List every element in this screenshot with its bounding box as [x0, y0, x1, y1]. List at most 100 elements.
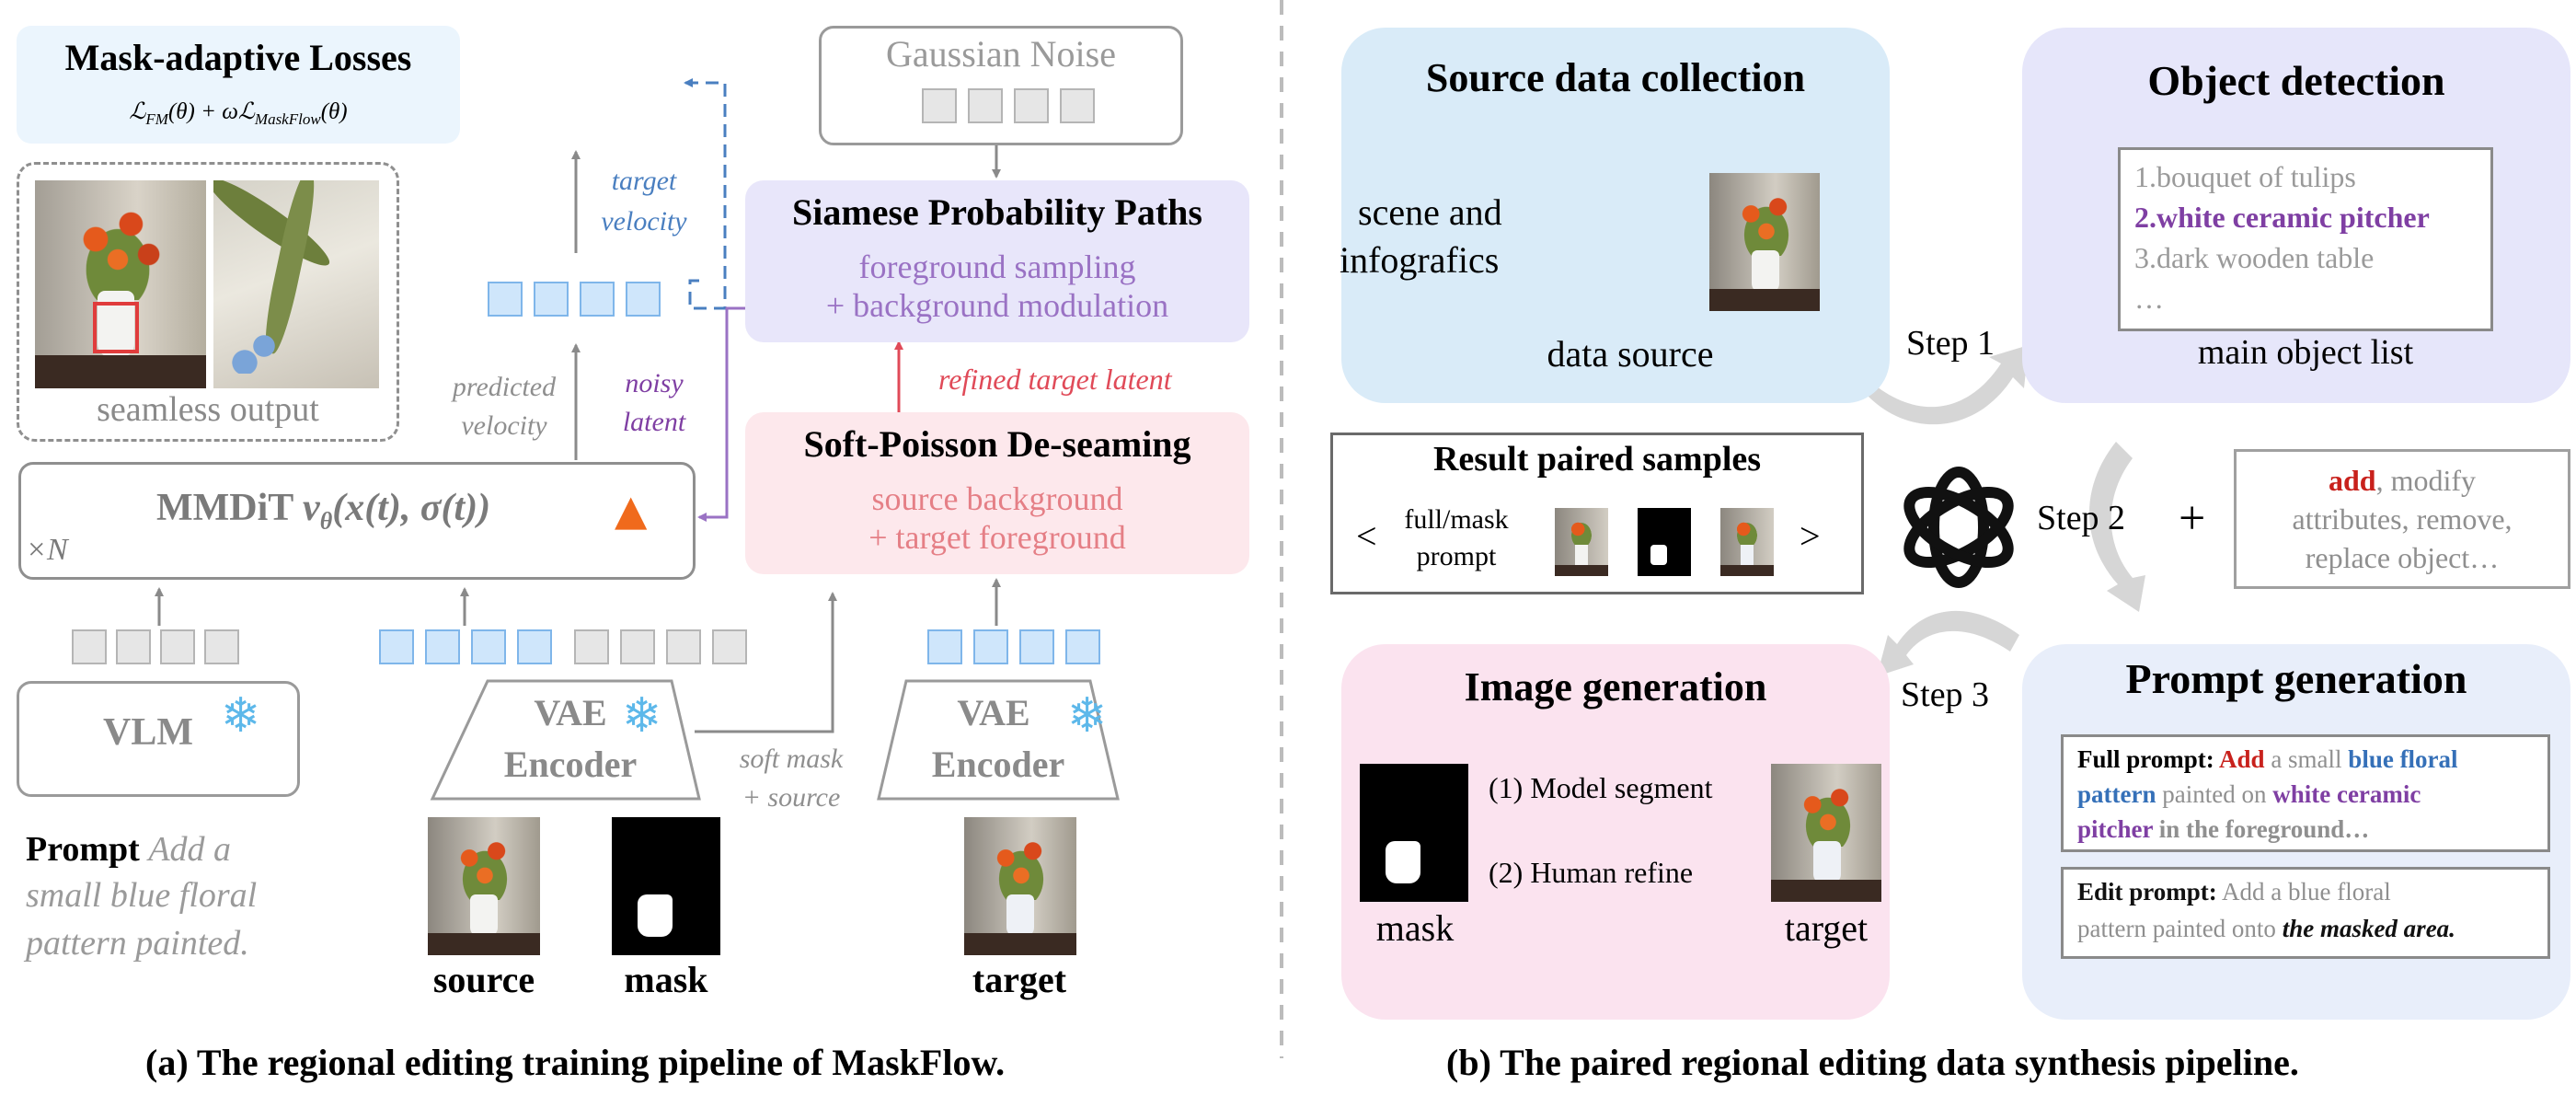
- result-prompt-line1: full/mask: [1404, 504, 1509, 535]
- vlm-token-3: [160, 629, 195, 664]
- target-velocity-2: velocity: [601, 206, 687, 236]
- image-generation-title: Image generation: [1464, 664, 1767, 709]
- full-prompt-line1: Full prompt: Add a small blue floral: [2077, 745, 2458, 773]
- object-item-1: 1.bouquet of tulips: [2134, 160, 2356, 193]
- noise-token-4: [1060, 88, 1095, 123]
- losses-formula: ℒFM(θ) + ωℒMaskFlow(θ): [129, 99, 348, 128]
- object-list: [2118, 147, 2493, 331]
- mmdit-label: MMDiT vθ(x(t), σ(t)): [156, 487, 491, 535]
- object-detection-title: Object detection: [2147, 57, 2445, 104]
- source-image: [428, 817, 540, 955]
- result-source-thumb: [1555, 508, 1608, 576]
- caption-a: (a) The regional editing training pipeli…: [145, 1042, 1006, 1083]
- velocity-arrow: [684, 78, 727, 310]
- soft-mask-arrow: [695, 592, 837, 733]
- data-source-label: data source: [1547, 333, 1714, 375]
- siamese-line2: + background modulation: [825, 287, 1169, 324]
- target-image: [964, 817, 1076, 955]
- edit-prompt-line2: pattern painted onto the masked area.: [2077, 915, 2455, 942]
- result-title: Result paired samples: [1432, 440, 1762, 479]
- vlm-token-4: [204, 629, 239, 664]
- edit-prompt-line1: Edit prompt: Add a blue floral: [2077, 878, 2391, 906]
- losses-title: Mask-adaptive Losses: [64, 37, 412, 78]
- seamless-output-group: [17, 162, 399, 442]
- predicted-velocity-2: velocity: [461, 410, 547, 441]
- src-token-3: [471, 629, 506, 664]
- tgt-token-4: [1065, 629, 1100, 664]
- siamese-line1: foreground sampling: [858, 248, 1136, 285]
- plus-sign: +: [2179, 492, 2206, 545]
- generated-target-image: [1771, 764, 1881, 902]
- tulip-image-1: [35, 180, 206, 388]
- result-prompt-line2: prompt: [1416, 541, 1497, 571]
- snowflake-icon: ❄: [221, 688, 261, 744]
- main-object-list-label: main object list: [2197, 333, 2414, 372]
- noise-token-3: [1014, 88, 1049, 123]
- poisson-line2: + target foreground: [868, 519, 1126, 556]
- full-prompt-line3: pitcher in the foreground…: [2077, 815, 2370, 843]
- refined-target-latent: refined target latent: [938, 363, 1172, 396]
- mask-token-4: [712, 629, 747, 664]
- image-generation-mask-label: mask: [1375, 907, 1455, 949]
- image-generation-target-label: target: [1784, 907, 1869, 949]
- cycle-arrows: [1868, 345, 2145, 676]
- mask-token-3: [666, 629, 701, 664]
- step-3: Step 3: [1901, 675, 1990, 714]
- object-item-3: 3.dark wooden table: [2134, 241, 2375, 274]
- siamese-box: [745, 180, 1249, 342]
- prompt-line1: Prompt Add a: [26, 830, 232, 869]
- flame-icon: ▲: [615, 485, 648, 535]
- output-token-3: [580, 282, 615, 317]
- noise-token-1: [922, 88, 957, 123]
- tgt-token-3: [1019, 629, 1054, 664]
- ops-line1: add, modify: [2328, 464, 2477, 497]
- poisson-line1: source background: [871, 480, 1123, 517]
- src-token-1: [379, 629, 414, 664]
- noisy-latent-arrow: [697, 306, 745, 522]
- ops-line3: replace object…: [2305, 541, 2500, 574]
- vae-left-shape: [430, 679, 701, 801]
- prompt-line3: pattern painted.: [26, 924, 249, 963]
- noise-token-2: [968, 88, 1003, 123]
- soft-mask-line1: soft mask: [739, 744, 844, 774]
- prompt-line2: small blue floral: [26, 876, 258, 915]
- vlm-label: VLM: [103, 711, 193, 754]
- openai-logo: [1903, 467, 2014, 588]
- prompt-generation-title: Prompt generation: [2125, 655, 2467, 702]
- tgt-token-2: [973, 629, 1008, 664]
- generated-mask-image: [1360, 764, 1468, 902]
- source-line1: scene and: [1358, 191, 1502, 233]
- tulip-thumbnail: [1709, 173, 1820, 311]
- vlm-box: [17, 681, 300, 797]
- src-token-4: [517, 629, 552, 664]
- vae-left-line1: VAE: [534, 692, 607, 733]
- source-line2: infografics: [1340, 239, 1500, 281]
- tulip-image-zoom: [213, 180, 379, 388]
- mask-image: [612, 817, 720, 955]
- ops-line2: attributes, remove,: [2292, 502, 2513, 536]
- mask-token-2: [620, 629, 655, 664]
- siamese-title: Siamese Probability Paths: [792, 191, 1202, 233]
- noisy-latent-1: noisy: [625, 368, 684, 398]
- output-token-2: [534, 282, 569, 317]
- vlm-token-2: [116, 629, 151, 664]
- gaussian-noise-label: Gaussian Noise: [886, 33, 1116, 75]
- losses-box: [17, 26, 460, 144]
- vae-left-line2: Encoder: [503, 744, 638, 785]
- step-1: Step 1: [1906, 324, 1995, 363]
- vae-right-line1: VAE: [957, 692, 1030, 733]
- noisy-latent-2: latent: [622, 407, 686, 437]
- snowflake-icon: ❄: [1067, 688, 1108, 744]
- source-collection-title: Source data collection: [1425, 55, 1806, 100]
- seamless-output-label: seamless output: [97, 390, 319, 429]
- result-target-thumb: [1720, 508, 1774, 576]
- mask-token-1: [574, 629, 609, 664]
- result-open: <: [1356, 515, 1377, 557]
- predicted-velocity-1: predicted: [452, 372, 557, 402]
- output-token-4: [626, 282, 661, 317]
- segment-label-2: (2) Human refine: [1489, 856, 1694, 889]
- repeat-label: ×N: [26, 533, 68, 567]
- result-close: >: [1800, 515, 1821, 557]
- target-velocity-1: target: [611, 166, 677, 196]
- poisson-box: [745, 412, 1249, 574]
